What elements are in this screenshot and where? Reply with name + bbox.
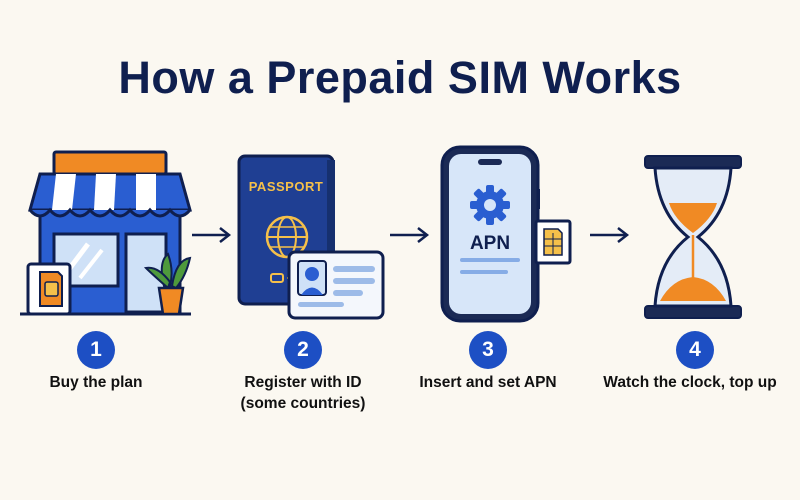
step-number-badge: 3 xyxy=(469,331,507,369)
step-number-badge: 4 xyxy=(676,331,714,369)
phone-apn-icon: APN xyxy=(440,145,572,325)
step-label: Buy the plan xyxy=(49,374,143,391)
shop-icon xyxy=(20,150,192,316)
step-label: Register with ID (some countries) xyxy=(240,374,366,412)
page-title: How a Prepaid SIM Works xyxy=(118,52,682,103)
apn-label: APN xyxy=(469,233,511,254)
hourglass-icon xyxy=(644,155,742,319)
arrow-icon xyxy=(590,227,630,243)
passport-text: PASSPORT xyxy=(248,179,324,194)
step-number-badge: 1 xyxy=(77,331,115,369)
arrow-icon xyxy=(390,227,430,243)
step-label: Insert and set APN xyxy=(419,374,557,391)
id-card-icon xyxy=(287,250,385,320)
step-number-badge: 2 xyxy=(284,331,322,369)
arrow-icon xyxy=(192,227,232,243)
step-label: Watch the clock, top up xyxy=(603,374,777,391)
